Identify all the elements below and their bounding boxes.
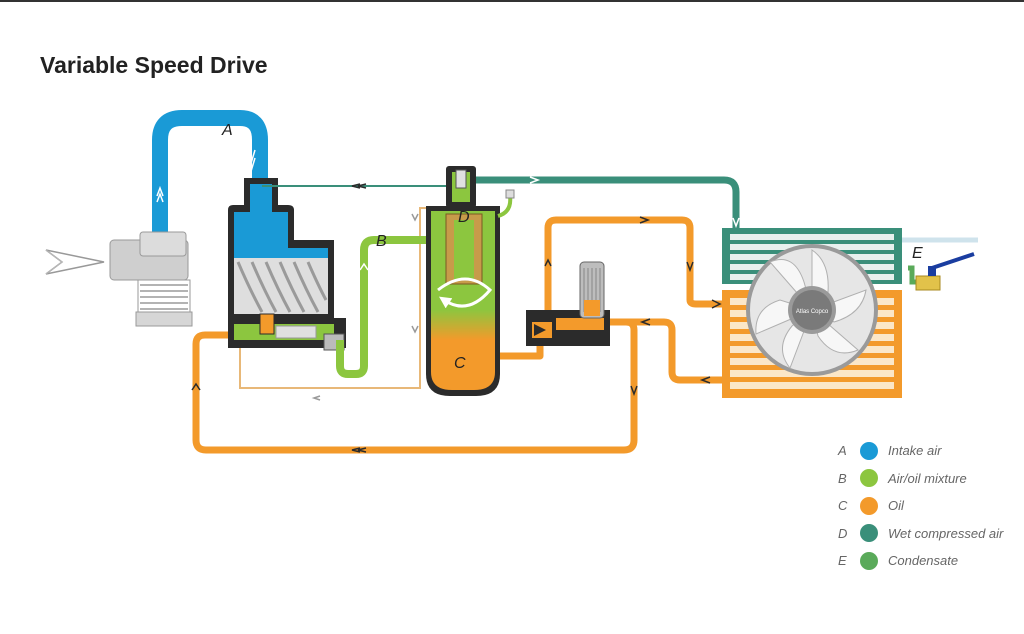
label-b: B <box>376 233 387 250</box>
legend-letter: A <box>838 443 847 459</box>
intake-filter <box>109 231 193 327</box>
legend-swatch <box>860 524 878 543</box>
legend-label: Air/oil mixture <box>888 470 967 486</box>
wet-compressed-air-pipe <box>476 176 740 228</box>
legend-swatch <box>860 551 878 570</box>
label-c: C <box>454 355 466 372</box>
legend-letter: B <box>838 470 847 486</box>
legend-item-oil: C Oil <box>838 492 1003 520</box>
legend-swatch <box>860 441 878 460</box>
legend-item-wet-compressed-air: D Wet compressed air <box>838 520 1003 548</box>
legend-label: Oil <box>888 498 904 514</box>
fan-logo: Atlas Copco <box>796 309 829 315</box>
thermostatic-valve <box>526 261 610 346</box>
oil-circuit <box>192 216 726 454</box>
page-title: Variable Speed Drive <box>40 52 268 78</box>
legend-label: Intake air <box>888 443 942 459</box>
compressor-element <box>228 178 346 351</box>
legend-item-air-oil-mixture: B Air/oil mixture <box>838 465 1003 493</box>
min-pressure-tube <box>497 195 513 218</box>
condensate-drain <box>902 237 978 291</box>
legend-swatch <box>860 496 878 515</box>
legend-letter: C <box>838 498 848 514</box>
oil-to-cooler-pipe <box>544 216 726 334</box>
legend: A Intake air B Air/oil mixture C Oil D W… <box>838 437 1003 575</box>
legend-swatch <box>860 469 878 488</box>
flow-arrows <box>156 126 740 453</box>
oil-return-loop-pipe <box>192 318 638 454</box>
legend-label: Wet compressed air <box>888 525 1004 541</box>
legend-label: Condensate <box>888 553 959 569</box>
scavenge-line <box>239 207 436 389</box>
air-inlet-arrow-icon <box>45 249 105 275</box>
legend-letter: D <box>838 525 848 541</box>
label-d: D <box>458 209 470 226</box>
oil-separator-vessel <box>426 166 500 396</box>
intake-air-pipe <box>152 110 268 232</box>
label-a: A <box>221 122 233 139</box>
legend-item-intake-air: A Intake air <box>838 437 1003 465</box>
legend-item-condensate: E Condensate <box>838 547 1003 575</box>
air-oil-mixture-pipe <box>336 236 436 378</box>
cooler-unit: Atlas Copco <box>722 228 902 398</box>
legend-letter: E <box>838 553 847 569</box>
label-e: E <box>912 245 923 262</box>
oil-cooler-return-pipe <box>612 318 726 384</box>
top-border <box>0 0 1024 2</box>
